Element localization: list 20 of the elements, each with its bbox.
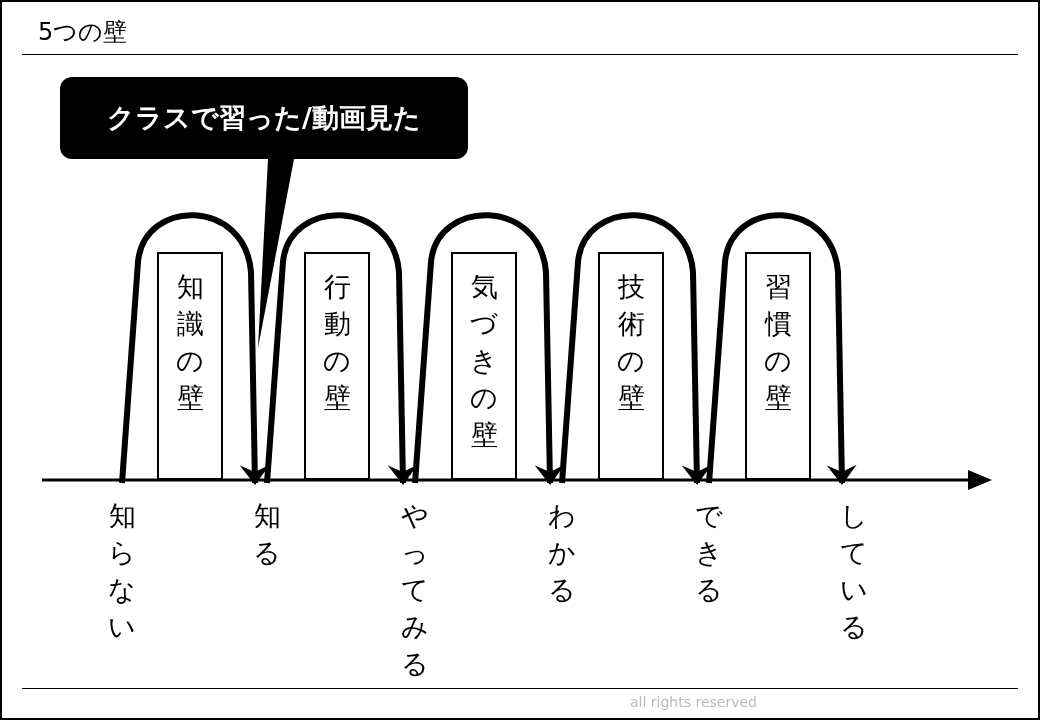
diagram-title: 5つの壁 [38,17,128,48]
callout-pointer [258,159,294,348]
stage-label: している [839,499,869,644]
callout-bubble: クラスで習った/動画見た [60,77,468,159]
stage-label: わかる [547,499,577,607]
wall-box [598,252,664,480]
wall-box [157,252,223,480]
wall-box [304,252,370,480]
wall-label: 知識の壁 [175,270,205,415]
wall-box [451,252,517,480]
wall-label: 気づきの壁 [469,270,499,452]
stage-label: できる [694,499,724,607]
wall-label: 行動の壁 [322,270,352,415]
wall-label: 技術の壁 [616,270,646,415]
footer-note: all rights reserved [630,694,757,710]
stage-label: 知らない [107,499,137,644]
stage-label: 知る [252,499,282,570]
wall-box [745,252,811,480]
wall-label: 習慣の壁 [763,270,793,415]
arc-arrow [706,212,857,485]
